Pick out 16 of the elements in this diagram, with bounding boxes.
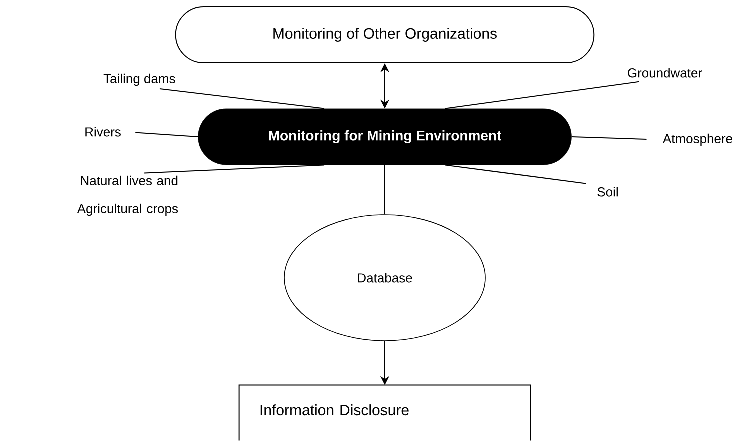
- side-label: Natural lives and Agricultural crops: [77, 176, 178, 216]
- side-label: Rivers: [86, 127, 121, 137]
- rounded-box: Monitoring of Other Organizations: [175, 6, 595, 64]
- process-box: Information Disclosure: [238, 384, 532, 441]
- side-label: Atmosphere: [662, 134, 732, 146]
- rounded-box: Monitoring for Mining Environment: [198, 108, 572, 166]
- connector-line: [571, 136, 648, 140]
- connector-line: [159, 88, 326, 110]
- connector-line: [135, 132, 199, 138]
- side-label: Soil: [598, 187, 618, 197]
- side-label: Groundwater: [628, 68, 702, 78]
- connector-line: [144, 164, 326, 174]
- connector-line: [444, 81, 640, 110]
- connector-line: [444, 164, 586, 184]
- side-label: Tailing dams: [104, 74, 176, 86]
- connector-line: [384, 164, 386, 216]
